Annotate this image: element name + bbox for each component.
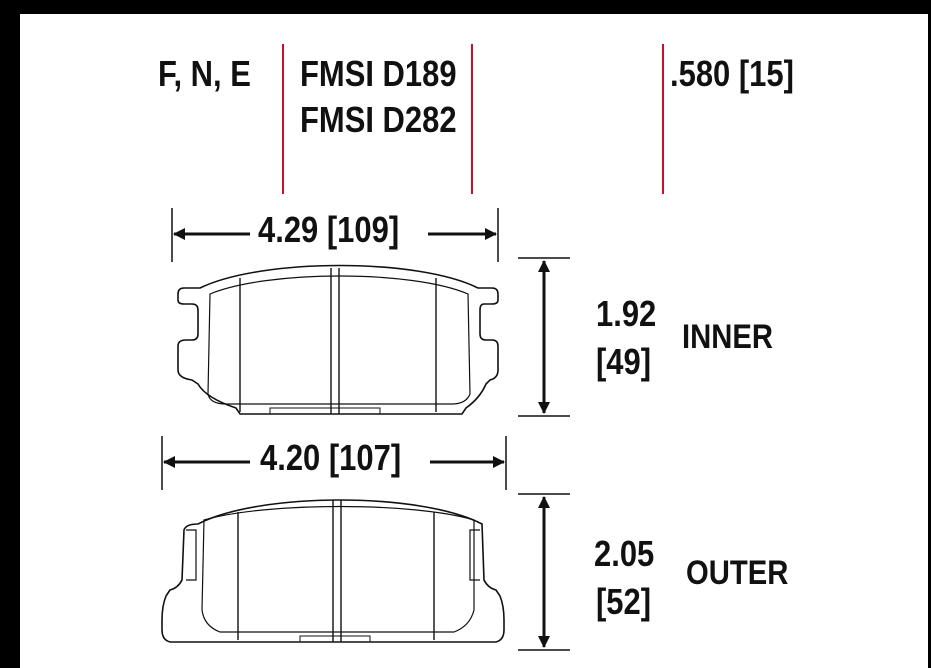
inner-wear-tab — [269, 407, 381, 415]
outer-wear-tab — [299, 635, 371, 643]
inner-height-mm: [49] — [596, 341, 652, 382]
thickness-value: .580 [15] — [670, 53, 794, 94]
outer-pad-outline — [161, 499, 505, 643]
divider-line-2 — [471, 44, 473, 194]
outer-position-label: OUTER — [686, 554, 789, 592]
outer-height-inches: 2.05 — [594, 533, 655, 574]
divider-line-3 — [662, 44, 664, 194]
outer-height-mm: [52] — [596, 581, 652, 622]
outer-width-label: 4.20 [107] — [260, 437, 402, 478]
inner-position-label: INNER — [682, 318, 773, 356]
outer-height-dimension — [518, 493, 570, 651]
inner-width-dimension — [171, 208, 499, 262]
fmsi-code-2: FMSI D282 — [300, 99, 457, 140]
inner-height-inches: 1.92 — [596, 293, 657, 334]
compound-codes: F, N, E — [158, 53, 251, 94]
inner-pad-outline — [177, 264, 499, 415]
inner-height-dimension — [518, 257, 570, 417]
outer-width-dimension — [161, 436, 507, 490]
divider-line-1 — [282, 44, 284, 194]
inner-width-label: 4.29 [109] — [258, 209, 400, 250]
fmsi-code-1: FMSI D189 — [300, 53, 457, 94]
